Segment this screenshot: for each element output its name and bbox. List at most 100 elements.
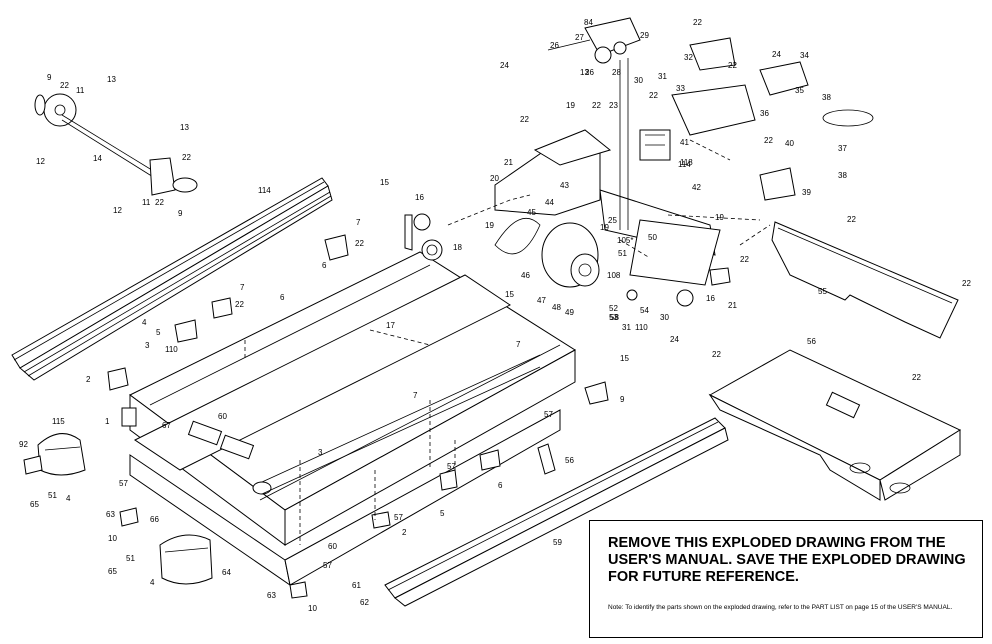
- callout: 9: [47, 73, 52, 82]
- callout: 35: [795, 86, 804, 95]
- callout: 22: [649, 91, 658, 100]
- callout: 57: [447, 462, 456, 471]
- callout: 13: [180, 123, 189, 132]
- callout: 60: [218, 412, 227, 421]
- dashed-leaders: [244, 139, 771, 545]
- callout: 6: [280, 293, 285, 302]
- callout: 41: [680, 138, 689, 147]
- callout: 114: [258, 186, 271, 195]
- callout: 15: [620, 354, 629, 363]
- callout: 57: [323, 561, 332, 570]
- callout: 12: [36, 157, 45, 166]
- callout: 28: [612, 68, 621, 77]
- callout: 29: [640, 31, 649, 40]
- callout: 30: [634, 76, 643, 85]
- callout: 11: [76, 86, 85, 95]
- callout: 15: [505, 290, 514, 299]
- callout: 22: [764, 136, 773, 145]
- callout: 57: [119, 479, 128, 488]
- motor-controller: [639, 37, 874, 201]
- callout: 40: [785, 139, 794, 148]
- callout: 22: [740, 255, 749, 264]
- callout: 49: [565, 308, 574, 317]
- callout: 12: [113, 206, 122, 215]
- part-callouts: 1 2 2 3 3 4 4 4 5 5 6 6 6 7 7 7 7 9 9 9 …: [19, 18, 971, 613]
- callout: 108: [607, 271, 621, 280]
- callout: 22: [728, 61, 737, 70]
- motor-bracket: [494, 129, 721, 307]
- front-roller: [404, 213, 443, 261]
- callout: 53: [609, 313, 618, 322]
- callout: 67: [162, 421, 171, 430]
- callout: 51: [48, 491, 57, 500]
- callout: 37: [838, 144, 847, 153]
- callout: 110: [165, 345, 178, 354]
- callout: 22: [962, 279, 971, 288]
- callout: 6: [322, 261, 327, 270]
- small-brackets: [23, 234, 731, 599]
- callout: 56: [565, 456, 574, 465]
- callout: 4: [150, 578, 155, 587]
- callout: 57: [544, 410, 553, 419]
- callout: 61: [352, 581, 361, 590]
- callout: 13: [107, 75, 116, 84]
- callout: 26: [585, 68, 594, 77]
- callout: 10: [308, 604, 317, 613]
- rear-roller-assembly: [547, 17, 641, 230]
- callout: 64: [222, 568, 231, 577]
- callout: 36: [760, 109, 769, 118]
- callout: 5: [440, 509, 445, 518]
- callout: 21: [728, 301, 737, 310]
- callout: 17: [386, 321, 395, 330]
- callout: 2: [402, 528, 407, 537]
- callout: 118: [680, 158, 693, 167]
- callout: 9: [620, 395, 625, 404]
- callout: 18: [453, 243, 462, 252]
- callout: 31: [658, 72, 667, 81]
- callout: 14: [93, 154, 102, 163]
- callout: 19: [566, 101, 575, 110]
- callout: 22: [235, 300, 244, 309]
- callout: 50: [648, 233, 657, 242]
- callout: 110: [635, 323, 648, 332]
- callout: 11: [142, 198, 151, 207]
- callout: 9: [178, 209, 183, 218]
- callout: 115: [52, 417, 65, 426]
- callout: 52: [609, 304, 618, 313]
- callout: 24: [500, 61, 509, 70]
- callout: 10: [108, 534, 117, 543]
- callout: 22: [592, 101, 601, 110]
- callout: 3: [145, 341, 150, 350]
- callout: 48: [552, 303, 561, 312]
- motor-hood: [708, 349, 962, 501]
- callout: 39: [802, 188, 811, 197]
- callout: 22: [355, 239, 364, 248]
- callout: 19: [715, 213, 724, 222]
- callout: 58: [610, 313, 619, 322]
- notice-heading: REMOVE THIS EXPLODED DRAWING FROM THE US…: [608, 535, 966, 585]
- callout: 31: [622, 323, 631, 332]
- callout: 19: [485, 221, 494, 230]
- callout: 19: [600, 223, 609, 232]
- callout: 51: [618, 249, 627, 258]
- callout: 38: [838, 171, 847, 180]
- callout: 51: [126, 554, 135, 563]
- callout: 105*: [617, 236, 633, 245]
- callout: 63: [267, 591, 276, 600]
- callout: 32: [684, 53, 693, 62]
- callout: 24: [670, 335, 679, 344]
- callout: 22: [155, 198, 164, 207]
- callout: 34: [800, 51, 809, 60]
- callout: 57: [394, 513, 403, 522]
- callout: 54: [640, 306, 649, 315]
- callout: 2: [86, 375, 91, 384]
- callout: 15: [380, 178, 389, 187]
- callout: 16: [706, 294, 715, 303]
- callout: 63: [106, 510, 115, 519]
- callout: 65: [30, 500, 39, 509]
- callout: 45: [527, 208, 536, 217]
- callout: 42: [692, 183, 701, 192]
- callout: 24: [772, 50, 781, 59]
- callout: 114: [678, 160, 691, 169]
- callout: 84: [584, 18, 593, 27]
